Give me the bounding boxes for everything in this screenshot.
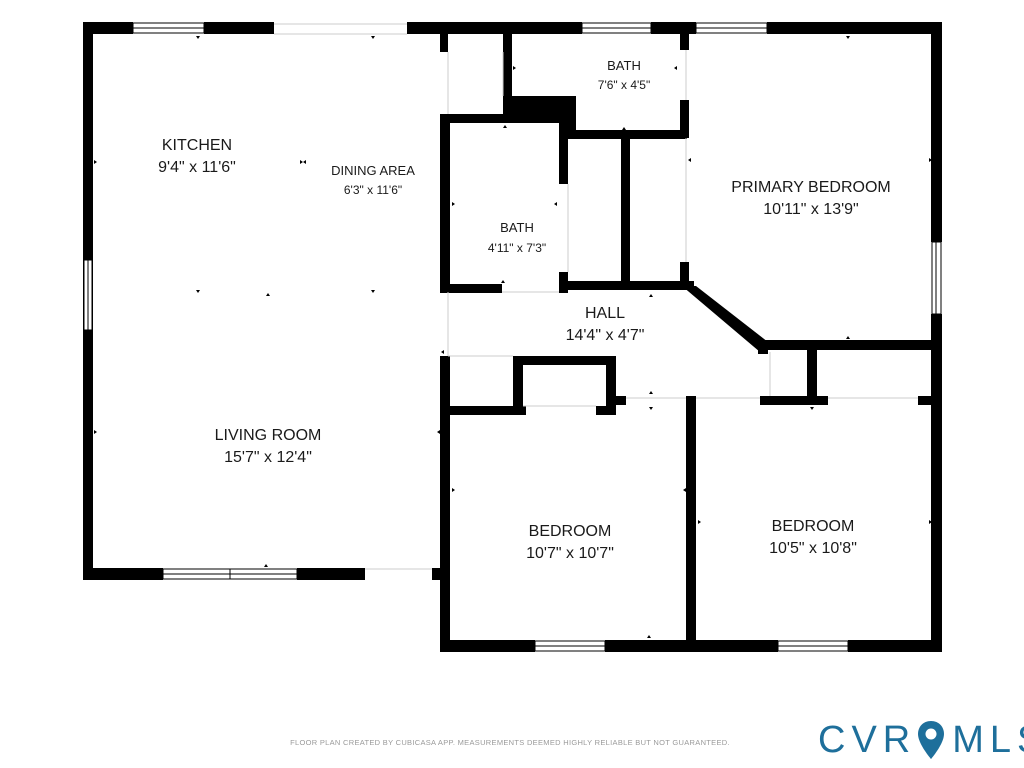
windows <box>83 22 942 652</box>
wall-bath-top-south <box>567 130 687 139</box>
wall-south-stub <box>432 568 442 580</box>
wall-closet-divider <box>567 96 576 136</box>
walls <box>83 22 942 652</box>
wall-int-1 <box>440 34 448 52</box>
wall-bath-top-east <box>680 100 689 138</box>
cvrmls-logo: CVR MLS <box>818 712 1024 768</box>
wall-north-center-2 <box>651 22 696 34</box>
dimension-markers <box>94 36 932 638</box>
wall-diag-end <box>758 340 768 354</box>
wall-bath-mid-west <box>440 114 450 292</box>
wall-closet-b-north <box>513 356 615 365</box>
wall-east-lower <box>931 314 942 652</box>
bath-top-dim: 7'6" x 4'5" <box>598 78 650 92</box>
disclaimer-text: FLOOR PLAN CREATED BY CUBICASA APP. MEAS… <box>290 738 730 747</box>
wall-south-bed-right <box>848 640 942 652</box>
bath-top-name: BATH <box>607 58 641 73</box>
wall-hall-stub <box>612 396 626 405</box>
openings <box>274 23 918 570</box>
wall-closet-mid <box>621 136 630 290</box>
wall-diagonal <box>682 286 768 352</box>
logo-text-right: MLS <box>952 719 1024 761</box>
wall-closet-right <box>807 346 817 404</box>
dining-name: DINING AREA <box>331 163 415 178</box>
wall-closet-south <box>559 281 694 290</box>
wall-north-center <box>407 22 582 34</box>
wall-bath-mid-south <box>440 284 502 293</box>
wall-east-upper <box>931 22 942 242</box>
wall-bath-top-west <box>503 34 512 120</box>
wall-south-living-left <box>83 568 163 580</box>
dining-dim: 6'3" x 11'6" <box>344 183 402 197</box>
wall-primary-south <box>758 340 942 350</box>
kitchen-name: KITCHEN <box>162 137 232 154</box>
hall-dim: 14'4" x 4'7" <box>566 327 645 344</box>
primary-bedroom-dim: 10'11" x 13'9" <box>763 201 858 218</box>
wall-closet-b-stub <box>596 406 616 415</box>
wall-bed-right-north-1 <box>760 396 828 405</box>
wall-bath-mid-east <box>559 114 568 184</box>
bedroom-right-dim: 10'5" x 10'8" <box>769 540 857 557</box>
map-pin-icon <box>918 721 945 759</box>
wall-north-left-mid <box>204 22 274 34</box>
room-labels: KITCHEN 9'4" x 11'6" DINING AREA 6'3" x … <box>158 58 891 562</box>
wall-south-living-right <box>297 568 365 580</box>
wall-bed-left-west <box>440 356 450 652</box>
wall-north-left <box>83 22 133 34</box>
wall-closet-a-south <box>440 406 526 415</box>
bath-mid-dim: 4'11" x 7'3" <box>488 241 546 255</box>
bedroom-right-name: BEDROOM <box>772 518 855 535</box>
hall-name: HALL <box>585 305 625 322</box>
bedroom-left-dim: 10'7" x 10'7" <box>526 545 614 562</box>
wall-primary-west-lower <box>680 262 689 290</box>
wall-south-bed-left-1 <box>440 640 535 652</box>
living-room-dim: 15'7" x 12'4" <box>224 449 312 466</box>
wall-closet-b-east <box>606 356 616 415</box>
wall-bath-top-block <box>503 96 575 120</box>
bedroom-left-name: BEDROOM <box>529 523 612 540</box>
wall-bed-divider <box>686 396 696 652</box>
wall-primary-west-top <box>680 34 689 50</box>
wall-north-right <box>767 22 942 34</box>
wall-bed-right-north-2 <box>918 396 940 405</box>
logo-text-left: CVR <box>818 719 917 761</box>
bath-mid-name: BATH <box>500 220 534 235</box>
kitchen-dim: 9'4" x 11'6" <box>158 159 236 176</box>
wall-closet-a-east <box>513 356 523 415</box>
primary-bedroom-name: PRIMARY BEDROOM <box>731 179 890 196</box>
living-room-name: LIVING ROOM <box>215 427 322 444</box>
